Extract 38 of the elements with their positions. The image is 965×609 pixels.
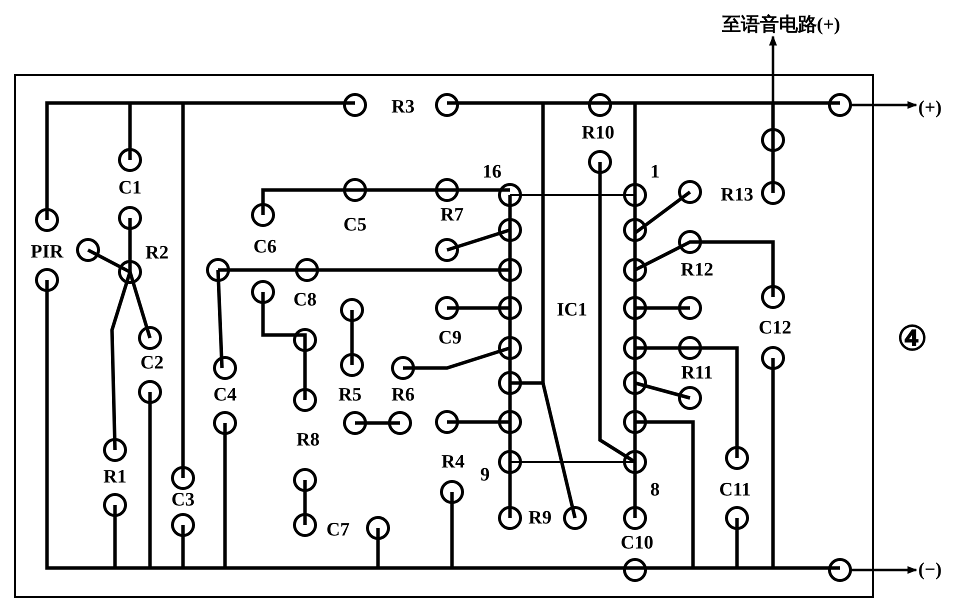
component-label: C8 <box>293 290 317 310</box>
component-label: R8 <box>296 430 320 450</box>
component-label: R1 <box>103 468 127 486</box>
component-label: 9 <box>480 466 490 484</box>
component-label: C11 <box>719 480 751 500</box>
component-label: C12 <box>758 318 792 338</box>
component-label: R4 <box>441 452 465 472</box>
panel-number: ④ <box>897 323 927 357</box>
component-label: 8 <box>650 480 660 500</box>
component-label: R7 <box>440 206 464 224</box>
component-label: C10 <box>620 534 654 552</box>
component-label: R13 <box>720 186 754 204</box>
component-label: IC1 <box>556 300 588 320</box>
component-label: C3 <box>171 490 195 510</box>
component-label: R2 <box>145 244 169 262</box>
component-label: C1 <box>118 178 142 198</box>
component-label: R12 <box>680 260 714 280</box>
terminal-label: 至语音电路(+) <box>722 16 840 34</box>
component-label: PIR <box>30 242 64 262</box>
component-label: 16 <box>482 162 502 182</box>
arrow <box>851 101 918 109</box>
component-label: C7 <box>326 520 350 540</box>
component-label: 1 <box>650 162 660 182</box>
component-label: C9 <box>438 328 462 348</box>
component-label: R5 <box>338 386 362 404</box>
component-label: C4 <box>213 386 237 404</box>
terminal-label: (−) <box>918 560 942 580</box>
component-label: C5 <box>343 216 367 234</box>
component-label: R9 <box>528 508 552 528</box>
component-label: R3 <box>391 98 415 116</box>
arrow <box>851 566 918 574</box>
terminal-label: (+) <box>918 98 942 118</box>
component-label: C2 <box>140 354 164 372</box>
arrow <box>769 36 777 103</box>
component-label: R10 <box>582 124 614 142</box>
component-label: R6 <box>391 386 415 404</box>
component-label: C6 <box>253 238 277 256</box>
component-label: R11 <box>681 364 713 382</box>
